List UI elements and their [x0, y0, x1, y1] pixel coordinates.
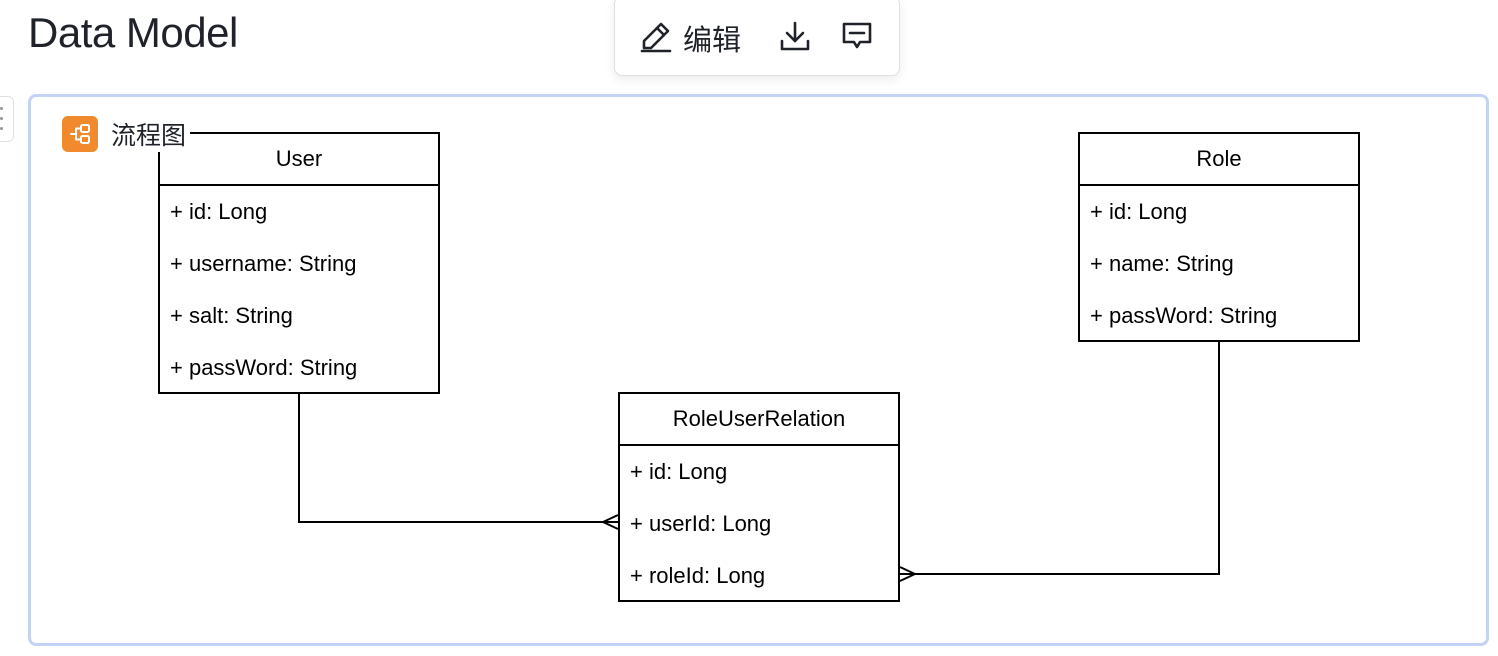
comment-icon: [840, 19, 874, 58]
edit-label: 编辑: [683, 23, 742, 57]
diagram-type-badge: 流程图: [62, 116, 191, 152]
block-drag-handle[interactable]: [0, 96, 14, 142]
handle-dot: [0, 127, 3, 130]
class-name: Role: [1080, 134, 1358, 186]
class-attribute: + roleId: Long: [630, 563, 766, 588]
page-title: Data Model: [28, 9, 238, 56]
floating-toolbar: 编辑: [614, 0, 900, 76]
class-role-user-relation[interactable]: RoleUserRelation + id: Long + userId: Lo…: [618, 392, 900, 602]
class-attribute: + id: Long: [630, 459, 728, 484]
pencil-icon: [639, 19, 673, 58]
handle-dot: [0, 117, 3, 120]
download-icon: [778, 19, 812, 58]
handle-dot: [0, 107, 3, 110]
class-role[interactable]: Role + id: Long + name: String + passWor…: [1078, 132, 1360, 342]
role-relation-connector: [899, 342, 1220, 582]
class-attribute: + salt: String: [170, 303, 293, 328]
class-attribute: + name: String: [1090, 251, 1234, 276]
class-attribute: + id: Long: [1090, 199, 1188, 224]
class-attribute: + userId: Long: [630, 511, 772, 536]
class-attribute: + passWord: String: [170, 355, 358, 380]
comment-button[interactable]: [837, 14, 877, 62]
class-attribute: + username: String: [170, 251, 357, 276]
class-attribute: + passWord: String: [1090, 303, 1278, 328]
edit-button[interactable]: 编辑: [639, 14, 749, 62]
diagram-type-label: 流程图: [111, 121, 187, 150]
user-relation-connector: [298, 394, 619, 530]
class-attribute: + id: Long: [170, 199, 268, 224]
class-name: User: [160, 134, 438, 186]
class-name: RoleUserRelation: [620, 394, 898, 446]
download-button[interactable]: [775, 14, 815, 62]
flowchart-icon: [62, 116, 98, 152]
class-user[interactable]: User + id: Long + username: String + sal…: [158, 132, 440, 394]
